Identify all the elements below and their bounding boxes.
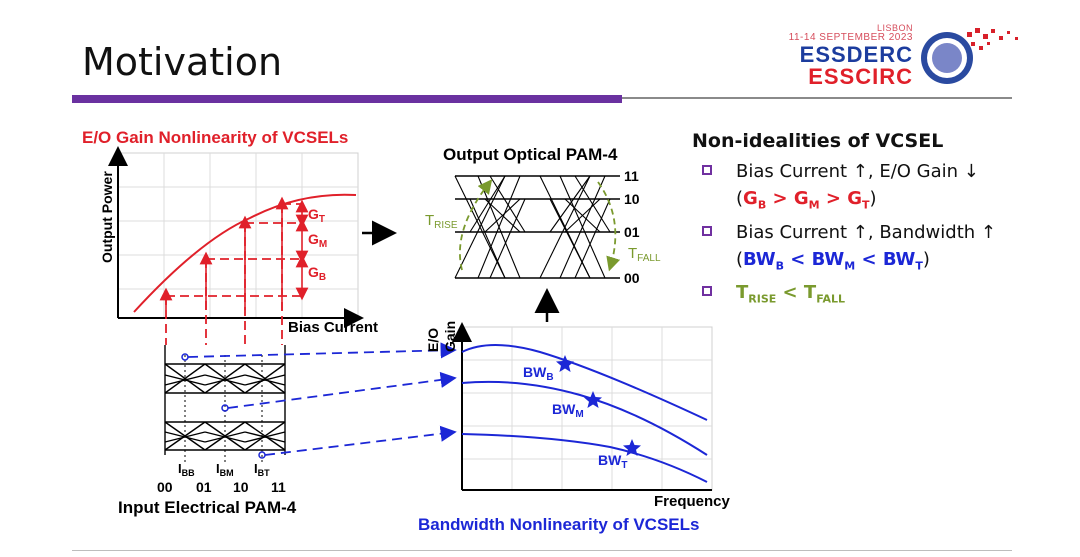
footer-divider <box>72 550 1012 551</box>
gain-plot-frame <box>117 152 359 319</box>
square-bullet-icon <box>702 286 712 297</box>
level-01: 01 <box>624 224 640 240</box>
title-divider <box>622 97 1012 99</box>
notes-panel: Non-idealities of VCSEL Bias Current ↑, … <box>692 130 1032 313</box>
gain-label-b: GB <box>308 264 326 283</box>
bw-y-label-2: Gain <box>442 321 458 352</box>
square-bullet-icon <box>702 165 712 175</box>
conference-logo: LISBON 11-14 SEPTEMBER 2023 ESSDERC ESSC… <box>745 20 1045 90</box>
title-accent-bar <box>72 95 622 103</box>
gain-order: GB > GM > GT <box>743 188 870 212</box>
note-item-2-relation: (BWB < BWM < BWT) <box>736 248 930 273</box>
bw-plot-grid <box>462 327 712 490</box>
bw-label-t: BWT <box>598 452 627 471</box>
t-rise-label: TRISE <box>425 212 458 231</box>
gain-x-label: Bias Current <box>288 319 378 336</box>
optical-eye-title: Output Optical PAM-4 <box>443 145 618 164</box>
rise-arrow <box>459 179 493 271</box>
bias-to-bw-arrows <box>187 342 457 456</box>
note-item-3: TRISE < TFALL <box>692 279 1032 313</box>
optical-eye-crossings <box>454 175 611 279</box>
level-00: 00 <box>624 270 640 286</box>
bw-curves <box>461 344 708 483</box>
gain-y-label: Output Power <box>99 171 115 263</box>
note-item-2: Bias Current ↑, Bandwidth ↑ <box>692 219 1032 246</box>
bw-x-label: Frequency <box>654 493 731 510</box>
symbol-00: 00 <box>157 479 173 495</box>
optical-eye-levels <box>455 175 620 279</box>
bias-label-bb: IBB <box>178 461 195 478</box>
bw-y-label-1: E/O <box>425 328 441 352</box>
bw-label-b: BWB <box>523 364 554 383</box>
level-11: 11 <box>624 168 639 184</box>
gain-arrows <box>159 196 309 310</box>
fall-arrow <box>597 181 621 272</box>
symbol-10: 10 <box>233 479 249 495</box>
t-fall-label: TFALL <box>628 245 661 264</box>
bandwidth-order: BWB < BWM < BWT <box>743 248 923 273</box>
symbol-01: 01 <box>196 479 212 495</box>
note-item-1: Bias Current ↑, E/O Gain ↓ <box>692 158 1032 185</box>
gain-label-m: GM <box>308 231 327 250</box>
bias-points <box>181 353 266 459</box>
gain-plot-grid <box>118 153 358 318</box>
level-10: 10 <box>624 191 640 207</box>
bias-label-bm: IBM <box>216 461 234 478</box>
bw-plot-frame <box>461 326 713 491</box>
slide-title: Motivation <box>82 40 283 84</box>
symbol-11: 11 <box>271 479 286 495</box>
logo-dates: 11-14 SEPTEMBER 2023 <box>788 32 913 43</box>
bw-label-m: BWM <box>552 401 584 420</box>
note-item-1-relation: (GB > GM > GT) <box>736 188 877 212</box>
bw-star-icons <box>556 355 641 456</box>
bw-plot-title: Bandwidth Nonlinearity of VCSELs <box>418 515 699 534</box>
input-eye-title: Input Electrical PAM-4 <box>118 498 297 517</box>
rise-fall-order: TRISE < TFALL <box>736 282 845 306</box>
logo-essderc: ESSDERC <box>799 42 913 67</box>
logo-globe-icon <box>921 28 1018 84</box>
gain-plot-title: E/O Gain Nonlinearity of VCSELs <box>82 128 348 147</box>
logo-city: LISBON <box>876 23 913 33</box>
bias-label-bt: IBT <box>254 461 270 478</box>
notes-heading: Non-idealities of VCSEL <box>692 130 944 152</box>
gain-label-t: GT <box>308 206 325 225</box>
logo-esscirc: ESSCIRC <box>808 64 913 89</box>
square-bullet-icon <box>702 225 712 236</box>
